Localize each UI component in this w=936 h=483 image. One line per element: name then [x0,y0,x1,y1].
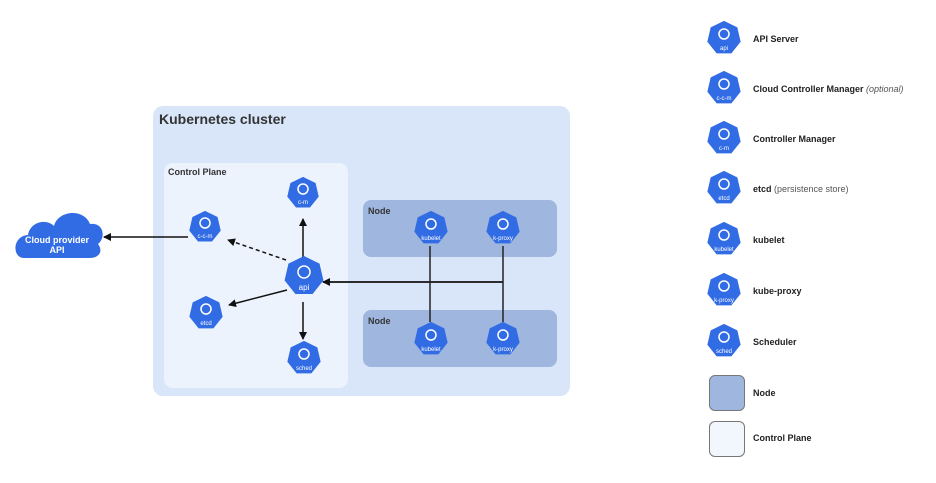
kproxy-label: k-proxy [493,236,513,242]
legend-control-plane-swatch [709,421,745,457]
cloud-label-line2: API [49,245,64,255]
cluster-title: Kubernetes cluster [159,111,286,127]
control-plane-title: Control Plane [168,167,227,177]
etcd-label: etcd [200,321,211,327]
legend-node: Node [753,388,776,398]
legend-kubelet: kubelet [753,235,785,245]
cloud-label-line1: Cloud provider [25,235,89,245]
legend-scheduler: Scheduler [753,337,797,347]
kubelet-label: kubelet [421,236,441,242]
legend-api-server: API Server [753,34,799,44]
sched-label: sched [296,366,312,372]
node2-kubelet[interactable]: kubelet [414,321,448,355]
svg-text:c-m: c-m [719,146,729,152]
node1-kubelet[interactable]: kubelet [414,210,448,244]
api-to-ccm-dashed-arrow [227,238,287,261]
cloud-icon [15,212,103,258]
node-title-1: Node [368,206,391,216]
svg-text:etcd: etcd [718,196,729,202]
node1-kproxy[interactable]: k-proxy [486,210,520,244]
node-box-1 [363,200,557,257]
legend-cloud-controller-manager: Cloud Controller Manager (optional) [753,84,904,94]
legend-node-swatch [709,375,745,411]
node2-kproxy[interactable]: k-proxy [486,321,520,355]
svg-text:api: api [720,46,728,52]
svg-text:k-proxy: k-proxy [714,298,734,304]
svg-text:kubelet: kubelet [714,247,734,253]
svg-text:c-c-m: c-c-m [717,96,732,102]
cm-label: c-m [298,200,308,206]
legend-etcd: etcd (persistence store) [753,184,849,194]
component-api[interactable]: api [284,256,324,294]
component-sched[interactable]: sched [287,340,321,374]
kproxy-label: k-proxy [493,347,513,353]
legend-kube-proxy: kube-proxy [753,286,802,296]
component-etcd[interactable]: etcd [189,295,223,329]
svg-text:sched: sched [716,349,732,355]
api-to-etcd-arrow [228,289,288,308]
api-label: api [299,283,310,292]
cloud-provider-api: Cloud provider API [15,212,103,258]
component-cm[interactable]: c-m [287,176,319,208]
node-title-2: Node [368,316,391,326]
legend-controller-manager: Controller Manager [753,134,836,144]
kubelet-label: kubelet [421,347,441,353]
connections [103,218,504,340]
component-ccm[interactable]: c-c-m [189,210,221,242]
legend-control-plane: Control Plane [753,433,812,443]
ccm-label: c-c-m [198,234,213,240]
legend-icons: api c-c-m c-m etcd kubelet k-proxy sched [707,20,741,357]
node-box-2 [363,310,557,367]
